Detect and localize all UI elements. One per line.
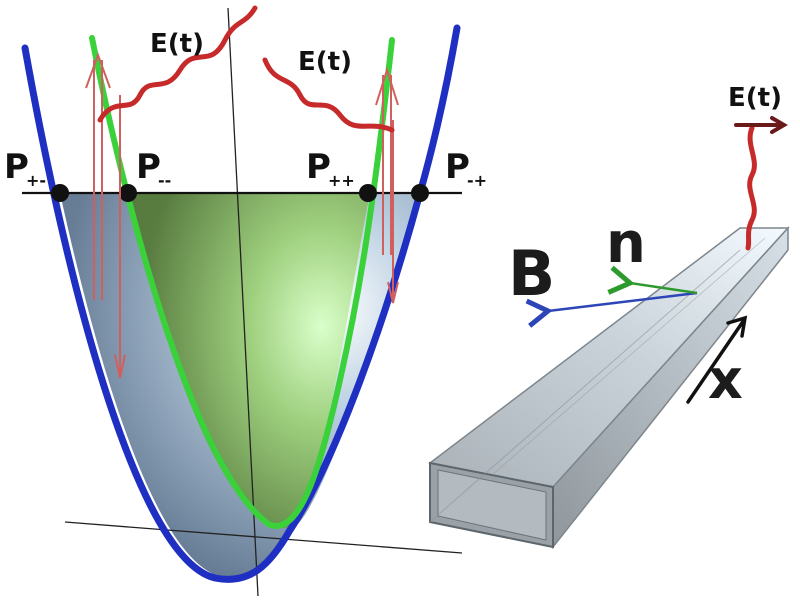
n-vector-arrow xyxy=(607,265,698,295)
b-vector-label: B xyxy=(508,237,555,310)
svg-text:-+: -+ xyxy=(467,171,487,190)
label-p-plus-minus: P +- xyxy=(4,147,46,190)
svg-text:++: ++ xyxy=(328,171,355,190)
inner-band-fill xyxy=(128,193,370,528)
momentum-axis xyxy=(64,521,463,554)
field-label-right: E(t) xyxy=(298,47,352,77)
label-p-plus-plus: P ++ xyxy=(306,147,355,190)
n-vector-label: n xyxy=(606,211,646,276)
svg-text:P: P xyxy=(136,147,161,187)
svg-text:--: -- xyxy=(158,171,171,190)
field-label-left: E(t) xyxy=(150,29,204,59)
b-vector-arrow xyxy=(525,291,698,328)
fermi-point-minus-plus xyxy=(411,184,429,202)
field-arrow-wire xyxy=(734,116,788,134)
svg-text:+-: +- xyxy=(26,171,46,190)
field-wave-wire xyxy=(745,125,757,251)
fermi-point-plus-minus xyxy=(51,184,69,202)
energy-axis xyxy=(227,7,259,597)
field-wave-left xyxy=(97,5,258,123)
fermi-point-plus-plus xyxy=(359,184,377,202)
outer-band-curve xyxy=(21,24,461,583)
label-p-minus-minus: P -- xyxy=(136,147,171,190)
x-axis-label: x xyxy=(708,348,743,411)
fermi-point-minus-minus xyxy=(119,184,137,202)
field-label-wire: E(t) xyxy=(728,83,782,113)
field-wave-right xyxy=(262,57,395,133)
svg-text:P: P xyxy=(306,147,331,187)
svg-text:P: P xyxy=(445,147,470,187)
transition-arrow-right xyxy=(375,66,399,304)
inner-band-curve xyxy=(89,35,395,529)
label-p-minus-plus: P -+ xyxy=(445,147,487,190)
svg-text:P: P xyxy=(4,147,29,187)
transition-arrow-left xyxy=(85,52,126,379)
quantum-wire xyxy=(428,226,790,550)
x-axis-arrow xyxy=(686,315,748,404)
